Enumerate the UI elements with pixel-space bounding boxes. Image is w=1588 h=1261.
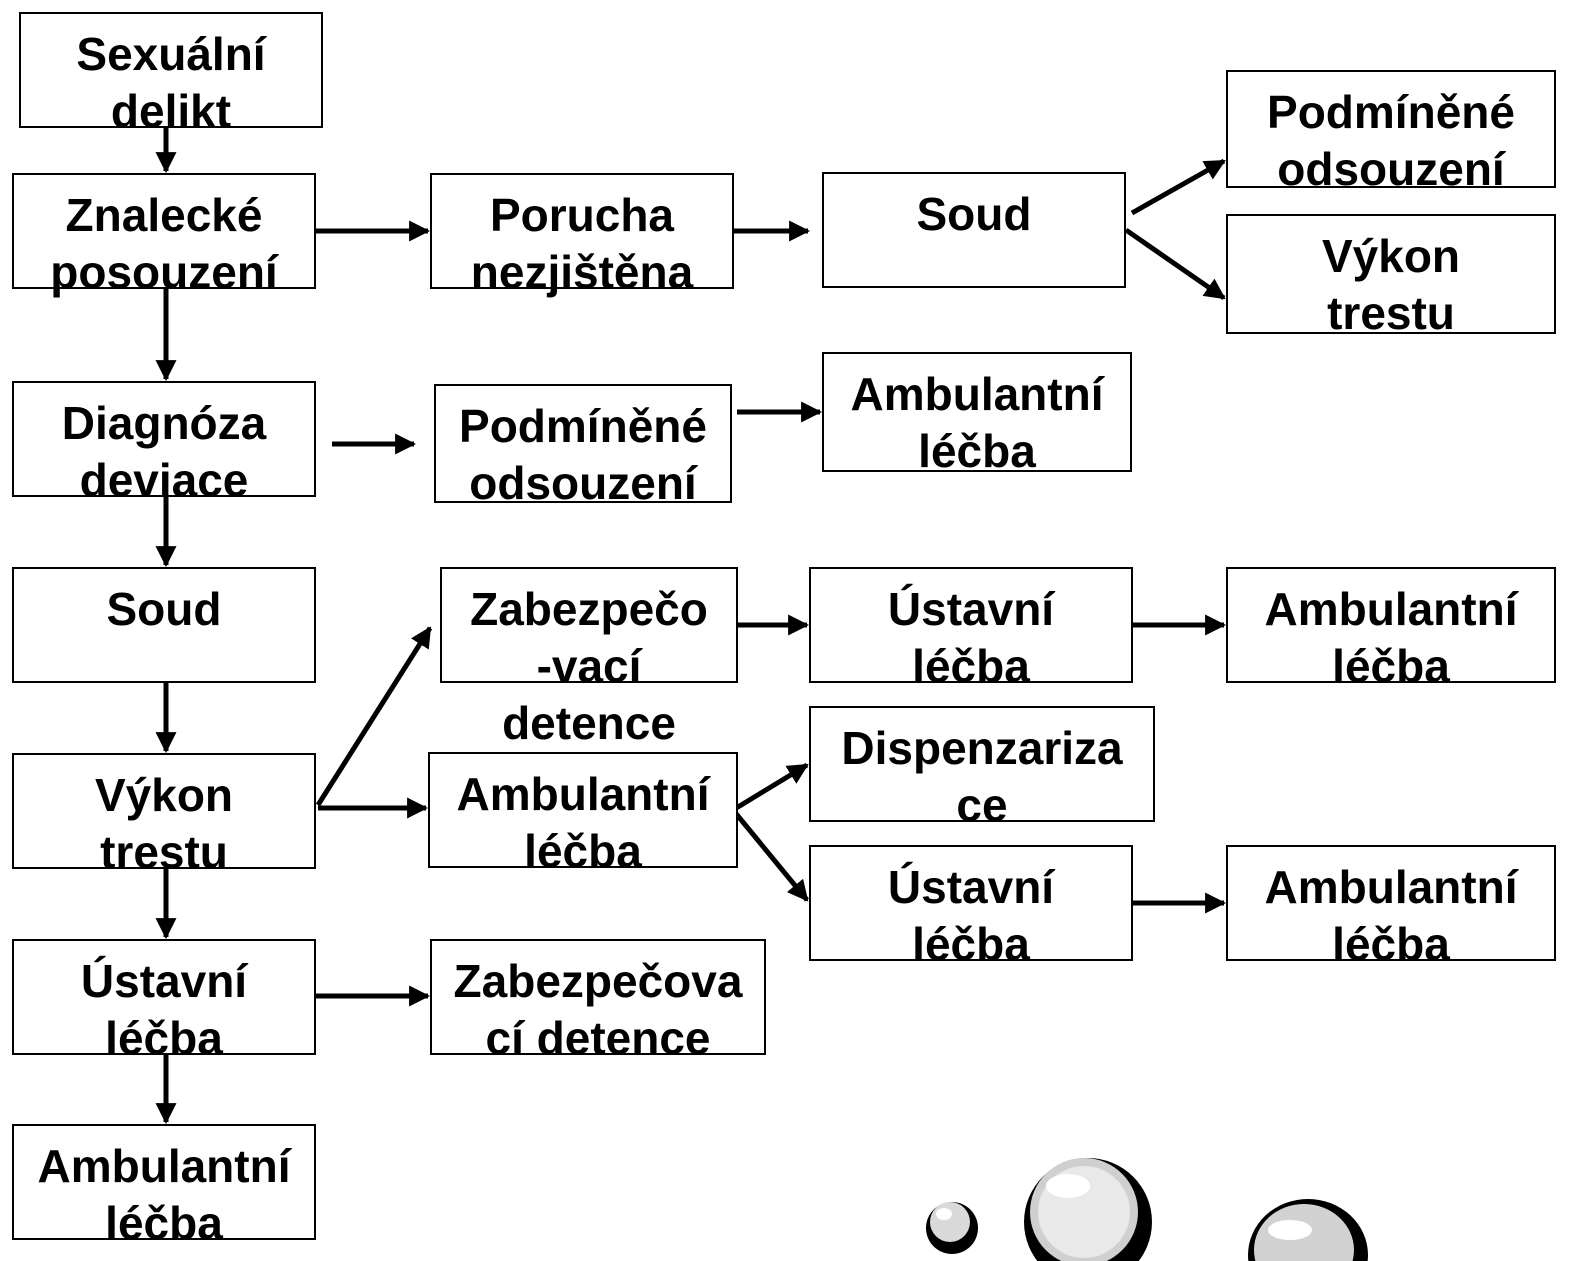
node-ustavni-lecba-left: Ústavní léčba xyxy=(12,939,316,1064)
node-label: Podmíněné odsouzení xyxy=(459,400,707,509)
arrow-soud-top-to-vykon-trestu-top xyxy=(1124,227,1226,301)
node-soud-left: Soud xyxy=(12,567,316,683)
node-ustavni-lecba-r2: Ústavní léčba xyxy=(809,845,1133,970)
node-label: Ambulantní léčba xyxy=(850,368,1104,477)
node-label: Ústavní léčba xyxy=(80,955,248,1064)
node-label: Sexuální delikt xyxy=(76,28,266,137)
node-label: Výkon trestu xyxy=(1321,230,1461,339)
node-label: Diagnóza deviace xyxy=(61,397,267,506)
node-label: Dispenzariza ce xyxy=(841,722,1123,831)
node-label: Porucha nezjištěna xyxy=(470,189,694,298)
node-sexualni-delikt: Sexuální delikt xyxy=(19,12,323,137)
node-label: Ambulantní léčba xyxy=(1264,861,1518,970)
node-vykon-trestu-top: Výkon trestu xyxy=(1226,214,1556,339)
node-label: Soud xyxy=(916,188,1032,240)
node-diagnoza-deviace: Diagnóza deviace xyxy=(12,381,316,506)
node-label: Ústavní léčba xyxy=(887,583,1055,692)
node-label: Soud xyxy=(106,583,222,635)
large-droplet-icon xyxy=(1024,1158,1152,1261)
node-label: Podmíněné odsouzení xyxy=(1267,86,1515,195)
node-label: Ústavní léčba xyxy=(887,861,1055,970)
node-label: Ambulantní léčba xyxy=(1264,583,1518,692)
node-label: Výkon trestu xyxy=(94,769,234,878)
node-label: Znalecké posouzení xyxy=(50,189,278,298)
node-label: Zabezpečova cí detence xyxy=(453,955,743,1064)
node-podminene-odsouzeni-mid: Podmíněné odsouzení xyxy=(434,384,732,509)
node-ambulantni-lecba-r1: Ambulantní léčba xyxy=(1226,567,1556,692)
node-podminene-odsouzeni-top: Podmíněné odsouzení xyxy=(1226,70,1556,195)
node-label: Zabezpečo -vací detence xyxy=(470,583,708,749)
node-vykon-trestu-left: Výkon trestu xyxy=(12,753,316,878)
small-droplet-icon xyxy=(926,1202,978,1254)
node-soud-top: Soud xyxy=(822,172,1126,288)
arrow-vykon-trestu-left-to-zabezpecovaci-detence-upper xyxy=(315,626,433,807)
node-zabezpecovaci-detence-upper: Zabezpečo -vací detence xyxy=(440,567,738,749)
node-zabezpecovaci-detence-lower: Zabezpečova cí detence xyxy=(430,939,766,1064)
arrow-ambulantni-lecba-center-to-dispenzarizace xyxy=(731,762,809,813)
node-dispenzarizace: Dispenzariza ce xyxy=(809,706,1155,831)
node-ambulantni-lecba-mid: Ambulantní léčba xyxy=(822,352,1132,477)
medium-droplet-icon xyxy=(1248,1199,1368,1261)
node-porucha-nezjistena: Porucha nezjištěna xyxy=(430,173,734,298)
node-label: Ambulantní léčba xyxy=(37,1140,291,1249)
node-label: Ambulantní léčba xyxy=(456,768,710,877)
arrow-soud-top-to-podminene-odsouzeni-top xyxy=(1130,158,1226,216)
node-ambulantni-lecba-left: Ambulantní léčba xyxy=(12,1124,316,1249)
node-ambulantni-lecba-r2: Ambulantní léčba xyxy=(1226,845,1556,970)
node-ustavni-lecba-r1: Ústavní léčba xyxy=(809,567,1133,692)
node-znalecke-posouzeni: Znalecké posouzení xyxy=(12,173,316,298)
decorative-droplets xyxy=(926,1158,1368,1261)
node-ambulantni-lecba-center: Ambulantní léčba xyxy=(428,752,738,877)
arrow-ambulantni-lecba-center-to-ustavni-lecba-r2 xyxy=(731,808,809,902)
